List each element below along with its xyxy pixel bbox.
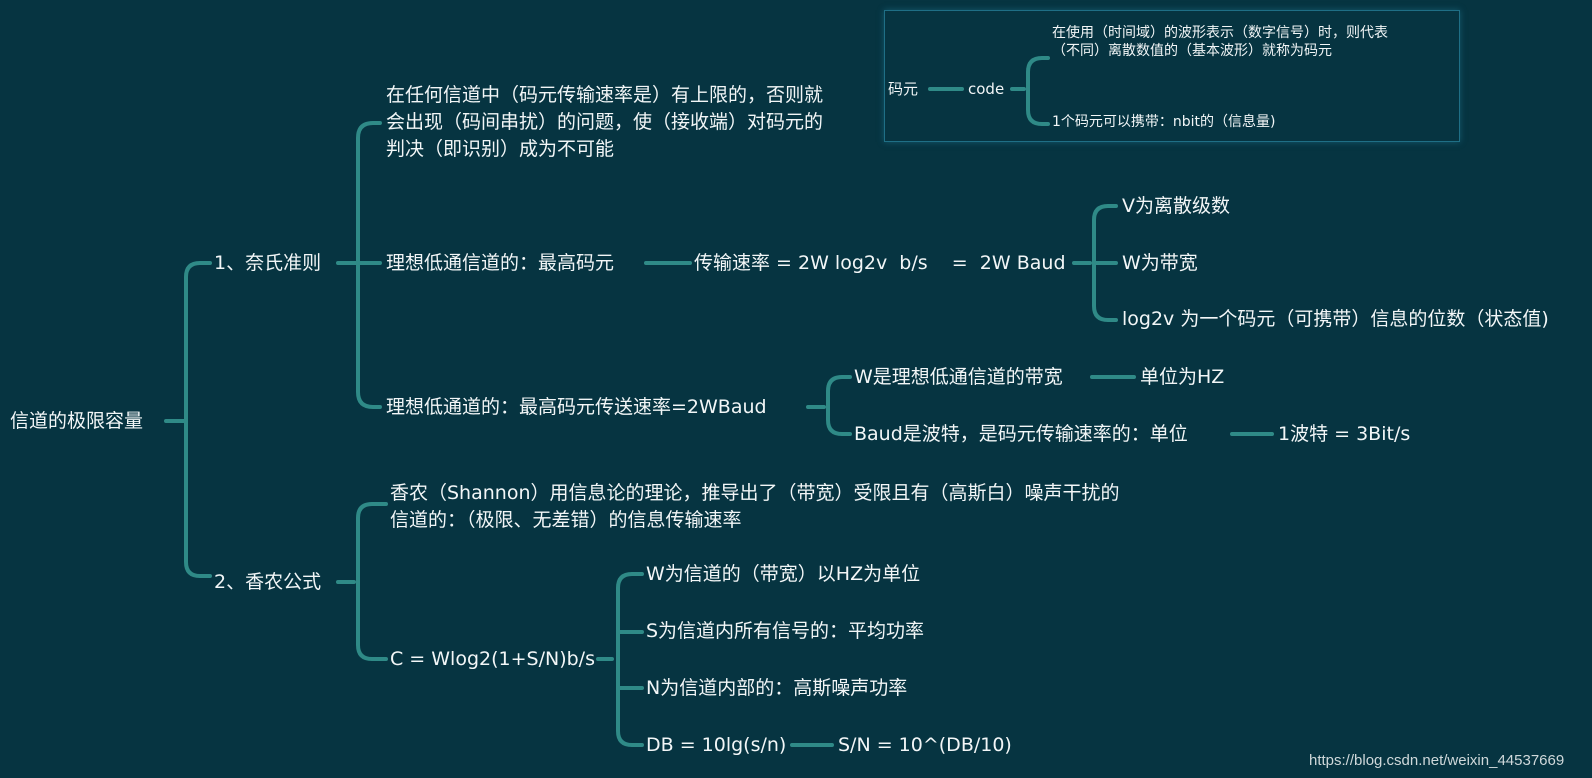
callout-symbol-label[interactable]: 码元 [888, 80, 919, 98]
link-ideal [806, 375, 852, 436]
shannon-n-item[interactable]: N为信道内部的：高斯噪声功率 [646, 677, 908, 699]
callout-code-label[interactable]: code [968, 80, 1005, 98]
baud-node[interactable]: Baud是波特，是码元传输速率的：单位 [854, 423, 1188, 445]
callout-nbit[interactable]: 1个码元可以携带：nbit的（信息量) [1052, 114, 1276, 130]
shannon-db-item[interactable]: DB = 10lg(s/n) [646, 734, 787, 756]
link-shannon [336, 502, 388, 661]
nyquist-topic[interactable]: 1、奈氏准则 [214, 252, 322, 274]
shannon-s-item[interactable]: S为信道内所有信号的：平均功率 [646, 620, 925, 642]
shannon-desc[interactable]: 香农（Shannon）用信息论的理论，推导出了（带宽）受限且有（高斯白）噪声干扰… [390, 482, 1120, 531]
w-bandwidth-node[interactable]: W是理想低通信道的带宽 [854, 366, 1063, 388]
callout-box [884, 10, 1460, 142]
link-root [164, 261, 212, 578]
nyquist-formula[interactable]: 传输速率 = 2W log2v b/s = 2W Baud [694, 252, 1066, 274]
link-callout [928, 56, 1050, 126]
formula-v-item[interactable]: V为离散级数 [1122, 195, 1230, 217]
shannon-topic[interactable]: 2、香农公式 [214, 571, 322, 593]
nyquist-desc[interactable]: 在任何信道中（码元传输速率是）有上限的，否则就会出现（码间串扰）的问题，使（接收… [386, 84, 824, 160]
baud-value-node[interactable]: 1波特 = 3Bit/s [1278, 423, 1411, 445]
shannon-sn-item[interactable]: S/N = 10^(DB/10) [838, 734, 1012, 756]
shannon-w-item[interactable]: W为信道的（带宽）以HZ为单位 [646, 563, 921, 585]
watermark-url: https://blog.csdn.net/weixin_44537669 [1309, 752, 1565, 769]
ideal-lowpass-channel[interactable]: 理想低通信道的：最高码元 [386, 252, 615, 274]
callout-definition[interactable]: 在使用（时间域）的波形表示（数字信号）时，则代表（不同）离散数值的（基本波形）就… [1052, 25, 1388, 59]
formula-w-item[interactable]: W为带宽 [1122, 252, 1198, 274]
shannon-formula[interactable]: C = Wlog2(1+S/N)b/s [390, 648, 595, 670]
w-unit-node[interactable]: 单位为HZ [1140, 366, 1225, 388]
root-topic[interactable]: 信道的极限容量 [10, 410, 144, 432]
link-formula-children [1072, 204, 1118, 322]
link-shannon-children [596, 572, 644, 747]
ideal-lowpass-rate[interactable]: 理想低通道的：最高码元传送速率=2WBaud [386, 396, 767, 418]
formula-log2v-item[interactable]: log2v 为一个码元（可携带）信息的位数（状态值) [1122, 308, 1549, 330]
